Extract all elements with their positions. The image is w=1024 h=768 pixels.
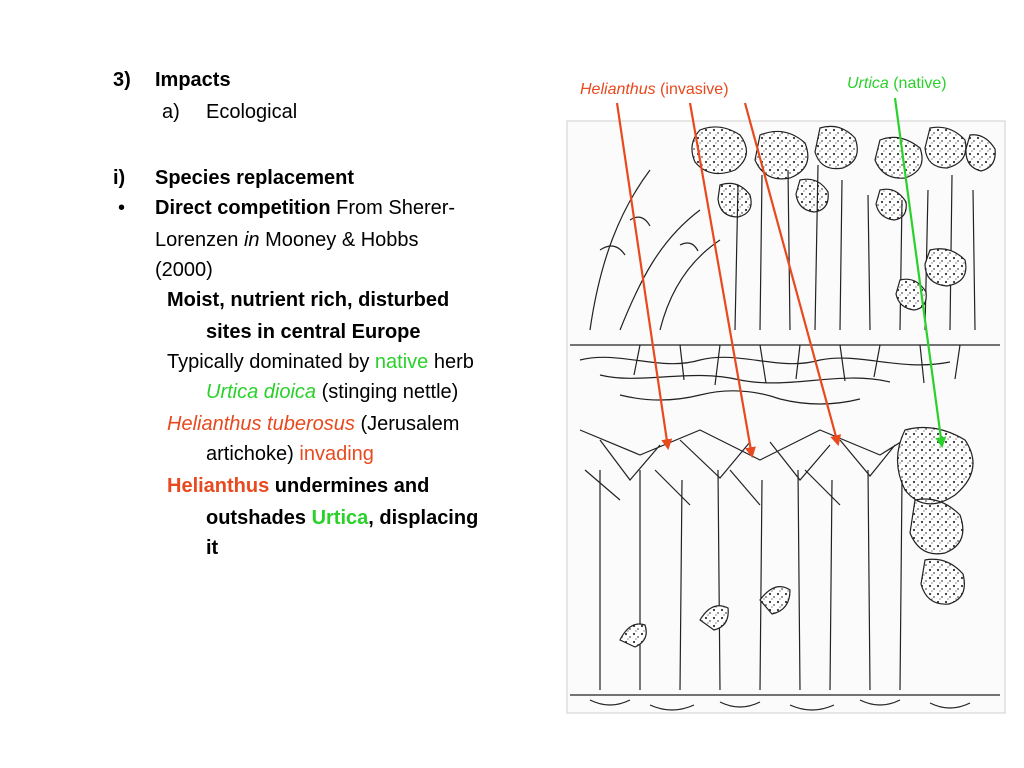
lower-urtica-patch xyxy=(896,426,974,605)
urtica-word: Urtica xyxy=(311,507,369,529)
typical-line-1: Typically dominated by native herb xyxy=(167,350,474,374)
section-number: i) xyxy=(113,167,126,189)
helianthus-common-b: artichoke) xyxy=(206,443,300,465)
subheading-letter: a) xyxy=(162,101,180,123)
helianthus-arrow-2 xyxy=(688,102,756,459)
lower-panel xyxy=(570,426,1000,711)
urtica-arrow xyxy=(893,97,947,449)
helianthus-caption-name: Helianthus xyxy=(580,81,656,98)
undermines-line-1: Helianthus undermines and xyxy=(167,474,429,498)
urtica-common: (stinging nettle) xyxy=(316,381,459,403)
bullet-in: in xyxy=(243,229,260,251)
native-word: native xyxy=(374,351,429,373)
undermines-text: undermines and xyxy=(269,475,430,497)
urtica-species: Urtica dioica xyxy=(206,381,317,403)
undermines-line-2: outshades Urtica, displacing xyxy=(206,506,478,530)
helianthus-arrow-3 xyxy=(743,102,841,447)
upper-canopy-leaves xyxy=(691,125,996,221)
helianthus-species: Helianthus tuberosus xyxy=(167,413,355,435)
urtica-caption: Urtica (native) xyxy=(847,74,947,94)
helianthus-common-a: (Jerusalem xyxy=(354,413,460,435)
lower-small-plants xyxy=(619,586,791,648)
lower-tubers xyxy=(589,699,971,711)
helianthus-caption: Helianthus (invasive) xyxy=(580,80,729,100)
helianthus-word: Helianthus xyxy=(167,475,270,497)
subheading-title: Ecological xyxy=(206,101,298,123)
helianthus-caption-status: (invasive) xyxy=(655,81,729,98)
outshades-text: outshades xyxy=(206,507,312,529)
bullet-text-2: Lorenzen xyxy=(155,229,244,251)
upper-left-vines xyxy=(589,169,721,331)
typical-text-a: Typically dominated by xyxy=(167,351,375,373)
urtica-caption-status: (native) xyxy=(888,75,947,92)
helianthus-line-2: artichoke) invading xyxy=(206,442,374,466)
lower-stems xyxy=(599,469,903,691)
bullet-line-2: Lorenzen in Mooney & Hobbs xyxy=(155,228,419,252)
bullet-line-1: Direct competition From Sherer- xyxy=(155,196,455,220)
typical-text-b: herb xyxy=(428,351,474,373)
displacing-text: , displacing xyxy=(368,507,479,529)
bullet-marker: • xyxy=(118,197,126,219)
bullet-line-3: (2000) xyxy=(155,259,213,281)
upper-roots xyxy=(633,344,961,386)
lower-helianthus-canopy xyxy=(579,429,921,506)
heading-title: Impacts xyxy=(155,69,231,91)
bullet-bold: Direct competition xyxy=(155,197,331,219)
helianthus-arrow-1 xyxy=(615,102,673,451)
moist-line-1: Moist, nutrient rich, disturbed xyxy=(167,289,450,311)
moist-line-2: sites in central Europe xyxy=(206,321,421,343)
invading-word: invading xyxy=(299,443,374,465)
undermines-line-3: it xyxy=(206,537,219,559)
urtica-caption-name: Urtica xyxy=(847,75,889,92)
typical-line-2: Urtica dioica (stinging nettle) xyxy=(206,380,458,404)
helianthus-line-1: Helianthus tuberosus (Jerusalem xyxy=(167,412,459,436)
upper-panel xyxy=(570,125,1000,405)
section-title: Species replacement xyxy=(155,167,354,189)
heading-number: 3) xyxy=(113,69,131,91)
bullet-text-3: Mooney & Hobbs xyxy=(259,229,419,251)
bullet-text-1: From Sherer- xyxy=(330,197,456,219)
caption-arrows xyxy=(615,97,947,459)
